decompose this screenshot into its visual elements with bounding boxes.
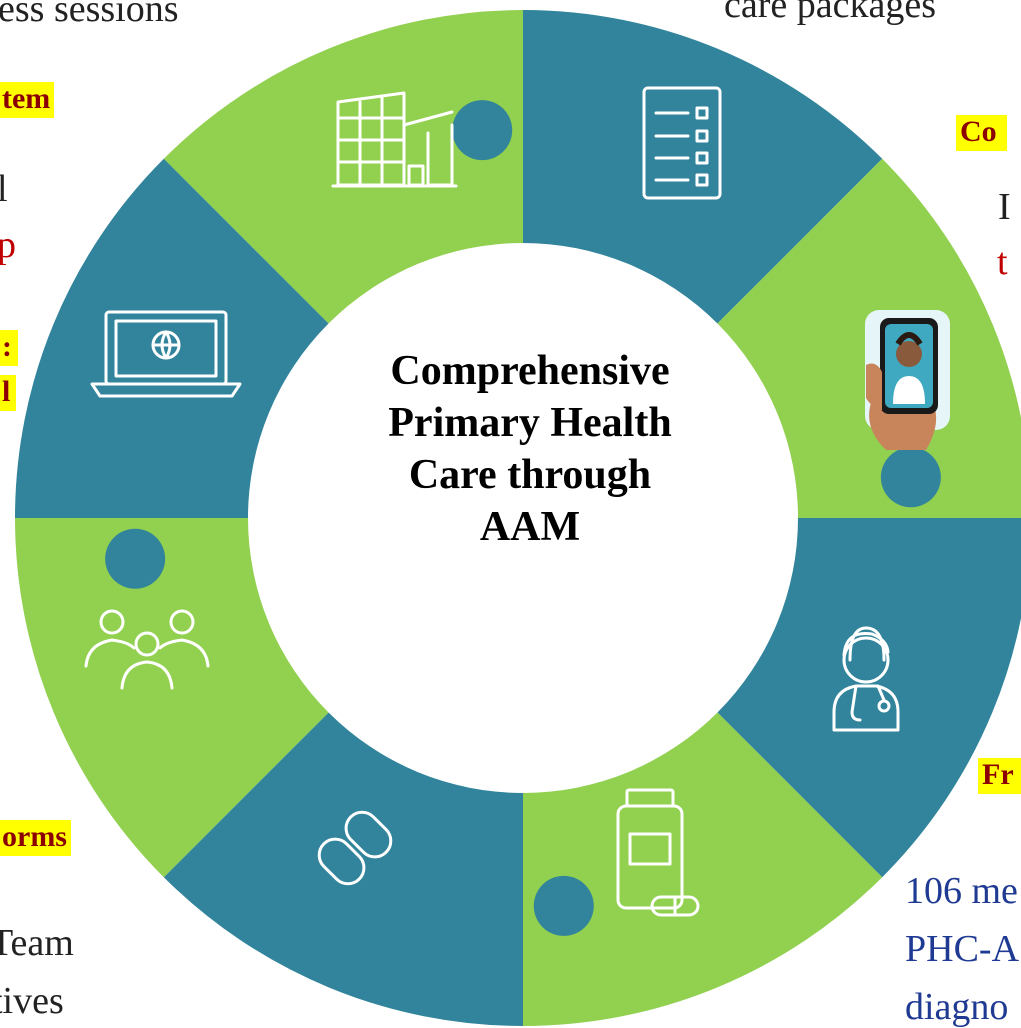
center-title-line-3: Care through <box>408 452 652 498</box>
fragment-left-heading-4: orms <box>0 820 71 856</box>
puzzle-knob-3 <box>796 242 857 303</box>
fragment-right-text-1: I <box>998 186 1011 228</box>
puzzle-segment-8 <box>15 158 331 519</box>
puzzle-segment-4 <box>715 518 1021 878</box>
puzzle-knob-7 <box>189 733 250 794</box>
puzzle-knob-5 <box>738 791 799 852</box>
fragment-left-text-1: l <box>0 168 8 210</box>
puzzle-segment-6 <box>163 710 524 1026</box>
community-icon <box>84 609 210 690</box>
puzzle-segment-7 <box>15 518 331 878</box>
fragment-top-right: care packages <box>724 0 937 26</box>
fragment-left-text-3: Team <box>0 922 74 964</box>
puzzle-segments <box>15 10 1021 1026</box>
fragment-right-text-2: t <box>997 241 1008 283</box>
center-title: Comprehensive Primary Health Care throug… <box>320 345 740 553</box>
fragment-left-text-4: tives <box>0 980 64 1022</box>
center-circle <box>248 243 798 793</box>
fragment-right-text-4: PHC-A <box>905 928 1020 970</box>
fragment-right-text-3: 106 me <box>905 870 1018 912</box>
puzzle-segment-5 <box>523 710 883 1026</box>
doctor-icon <box>832 626 900 732</box>
center-title-line-2: Primary Health <box>388 400 672 446</box>
fragment-left-heading-2: : <box>0 330 18 366</box>
center-title-line-4: AAM <box>479 504 581 550</box>
building-icon <box>331 91 458 188</box>
puzzle-knob-6 <box>533 875 594 936</box>
checklist-icon <box>642 86 722 200</box>
medicine-icon <box>616 788 700 917</box>
puzzle-segment-2 <box>523 10 883 326</box>
fragment-right-heading-1: Co <box>956 115 1007 151</box>
fragment-right-heading-2: Fr <box>978 758 1021 794</box>
puzzle-knob-1 <box>247 184 308 245</box>
puzzle-knob-4 <box>880 447 941 508</box>
fragment-right-text-5: diagno <box>905 986 1009 1028</box>
puzzle-knob-8 <box>105 528 166 589</box>
center-title-line-1: Comprehensive <box>390 348 670 394</box>
fragment-left-heading-3: l <box>0 375 17 411</box>
fragment-left-text-2: p <box>0 224 16 266</box>
telemedicine-icon <box>865 310 950 450</box>
fragment-left-heading-1: tem <box>0 82 55 118</box>
laptop-globe-icon <box>90 310 242 398</box>
puzzle-knob-2 <box>452 100 513 161</box>
puzzle-segment-1 <box>163 10 524 326</box>
link-icon <box>317 810 393 886</box>
fragment-top-left: ess sessions <box>0 0 179 30</box>
